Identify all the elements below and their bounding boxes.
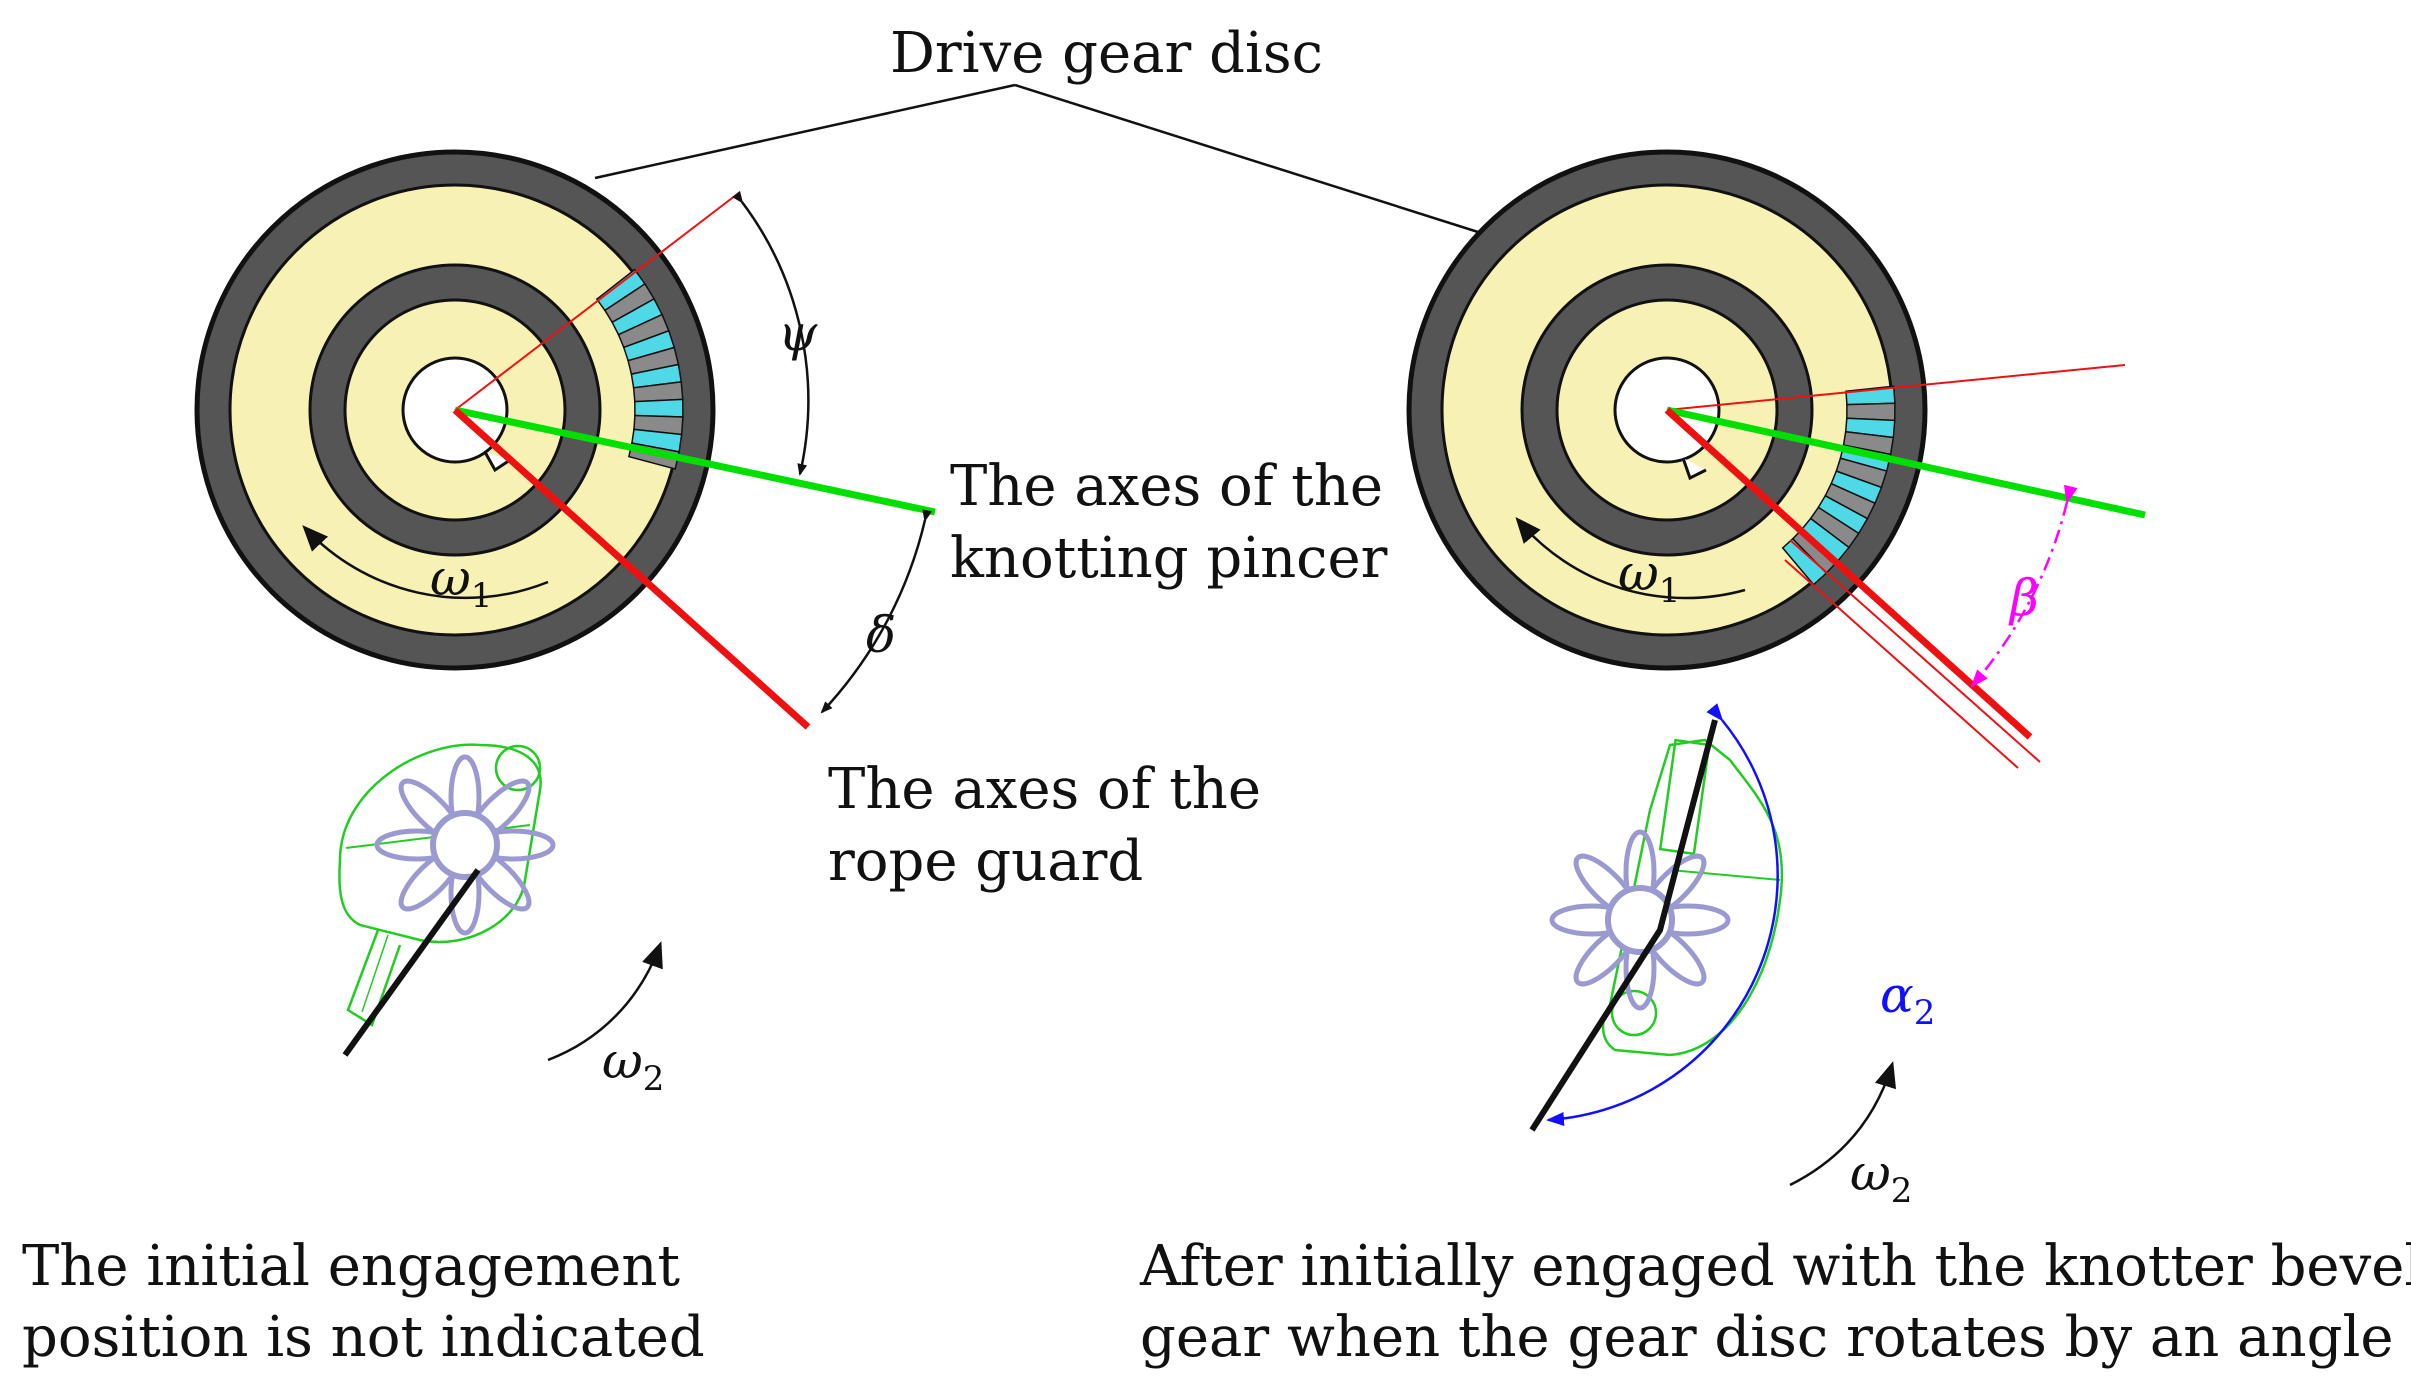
left-psi-reference-line	[454, 191, 741, 411]
left-knotter-axis-line	[342, 868, 481, 1057]
caption-right-line2: gear when the gear disc rotates by an an…	[1140, 1305, 2411, 1370]
psi-symbol: ψ	[778, 304, 818, 362]
caption-left-line1: The initial engagement	[22, 1234, 680, 1299]
alpha2-angle-arc	[1546, 703, 1779, 1126]
caption-right-line1: After initially engaged with the knotter…	[1139, 1234, 2411, 1299]
gear-tooth	[634, 398, 684, 418]
left-omega2-arrow	[547, 941, 663, 1062]
right-omega1-arc	[1515, 516, 1746, 600]
right-omega2-label: ω2	[1850, 1144, 1912, 1211]
left-knotter-bevel-gear	[374, 754, 556, 936]
left-omega2-label: ω2	[602, 1032, 664, 1099]
delta-symbol: δ	[866, 606, 896, 664]
right-knotter-assembly	[1529, 703, 1897, 1187]
left-knotting-pincer-axis	[454, 406, 936, 516]
right-omega2-arrow	[1789, 1061, 1897, 1187]
drive-gear-disc-label: Drive gear disc	[890, 21, 1323, 86]
delta-angle-arc	[820, 509, 933, 714]
left-disc-teeth	[595, 268, 684, 470]
right-axes	[1515, 364, 2146, 769]
right-rope-guard-axis	[1664, 407, 2033, 740]
left-omega1-label: ω1	[430, 549, 492, 616]
drive-gear-disc-leaders	[594, 83, 1479, 234]
rope-guard-label-line2: rope guard	[828, 829, 1143, 894]
caption-left-line2: position is not indicated	[22, 1305, 705, 1370]
knotting-pincer-label-line2: knotting pincer	[950, 526, 1388, 591]
right-disc-teeth	[1781, 385, 1896, 586]
rope-guard-label-line1: The axes of the	[828, 757, 1261, 822]
bevel-gear-hub	[430, 810, 500, 880]
left-omega1-arc	[302, 525, 549, 600]
alpha2-label: α2	[1880, 966, 1935, 1033]
knotting-pincer-label-line1: The axes of the	[950, 454, 1383, 519]
right-psi-reference-line	[1666, 364, 2126, 411]
left-axes	[302, 191, 936, 730]
beta-angle-arc	[1970, 484, 2078, 688]
psi-angle-arc	[731, 191, 810, 476]
right-omega1-label: ω1	[1618, 544, 1680, 611]
left-rope-guard-axis	[452, 407, 811, 730]
beta-symbol: β	[2008, 569, 2039, 627]
left-knotter-assembly	[338, 743, 663, 1062]
